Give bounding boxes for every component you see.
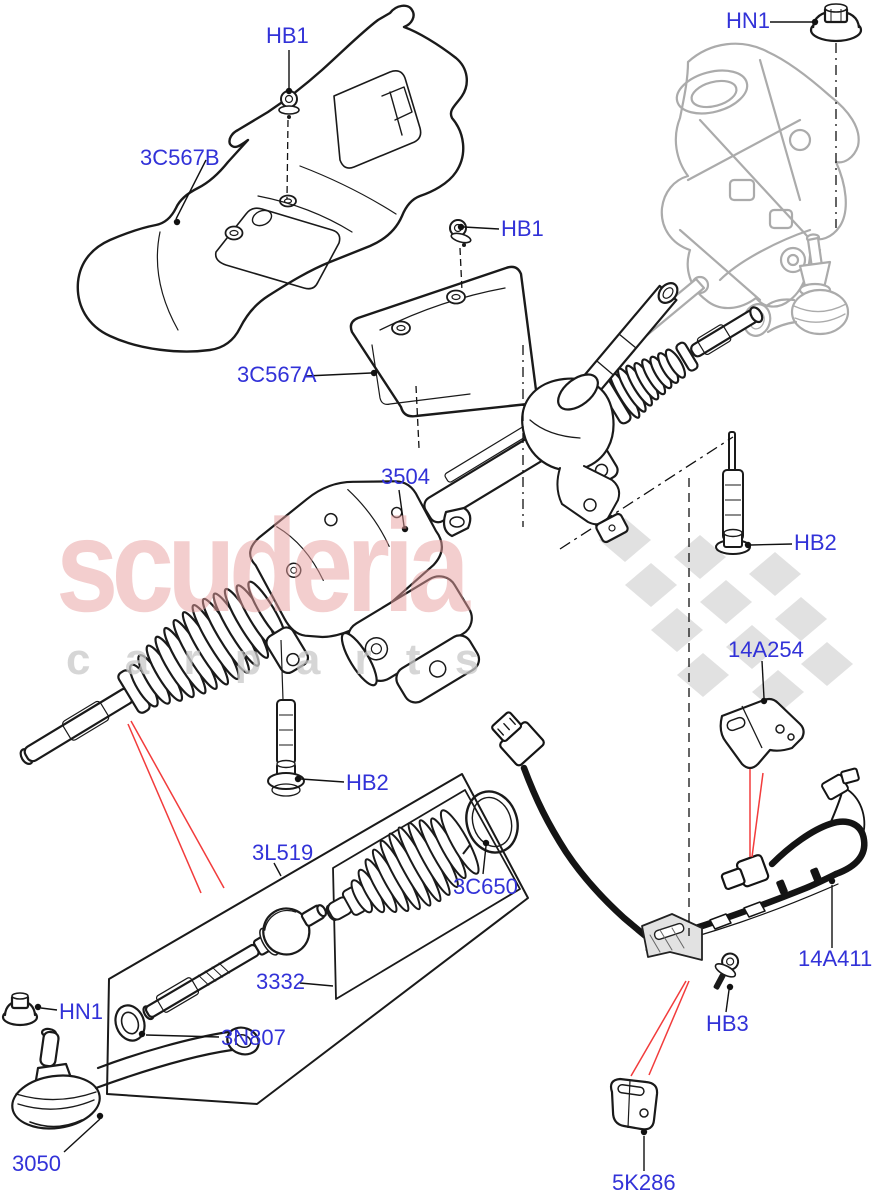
bolt-hb3-drawing <box>713 952 740 990</box>
callout-hn1-bottom: HN1 <box>59 999 104 1024</box>
callout-3n807: 3N807 <box>221 1025 286 1050</box>
heat-shield-lower-drawing <box>349 265 538 418</box>
callout-hb2-left: HB2 <box>346 770 389 795</box>
bracket-5k286-drawing <box>609 1077 659 1131</box>
boot-kit-box <box>106 773 529 1105</box>
red-locator-lines <box>127 720 764 1077</box>
inner-tie-rod-drawing <box>142 904 328 1021</box>
lock-nut-drawing <box>114 1004 146 1042</box>
nut-hn1-top-drawing <box>809 3 863 43</box>
callout-3c650: 3C650 <box>453 874 518 899</box>
bracket-14a254-drawing <box>719 697 805 770</box>
callout-14a411: 14A411 <box>798 946 873 971</box>
center-lines <box>286 43 837 936</box>
callout-hb1-top: HB1 <box>266 23 309 48</box>
callout-3c567b: 3C567B <box>140 145 220 170</box>
checkered-flag-watermark <box>599 518 853 714</box>
callout-hb3: HB3 <box>706 1011 749 1036</box>
callout-3l519: 3L519 <box>252 840 314 865</box>
wiring-harness-drawing <box>520 764 868 952</box>
callout-3c567a: 3C567A <box>237 362 317 387</box>
bolt-hb2-right-drawing <box>715 431 751 555</box>
callout-3050: 3050 <box>12 1151 61 1176</box>
harness-details <box>491 711 866 961</box>
boot-bellows-drawing <box>325 809 480 922</box>
bolt-hb1-top-drawing <box>278 90 300 119</box>
callout-5k286: 5K286 <box>612 1170 676 1195</box>
heat-shield-upper-drawing <box>76 4 468 353</box>
callout-3332: 3332 <box>256 969 305 994</box>
outer-tie-rod-end-drawing <box>1 992 260 1130</box>
leader-lines <box>34 18 836 1171</box>
callout-hb2-right: HB2 <box>794 530 837 555</box>
callout-hn1-top: HN1 <box>726 8 771 33</box>
callout-hb1-mid: HB1 <box>501 216 544 241</box>
bolt-hb2-left-drawing <box>267 639 305 797</box>
callout-14a254: 14A254 <box>728 637 804 662</box>
boot-clamp-ring-drawing <box>462 790 519 855</box>
callout-3504: 3504 <box>381 464 430 489</box>
steering-gear-drawing <box>19 282 764 765</box>
